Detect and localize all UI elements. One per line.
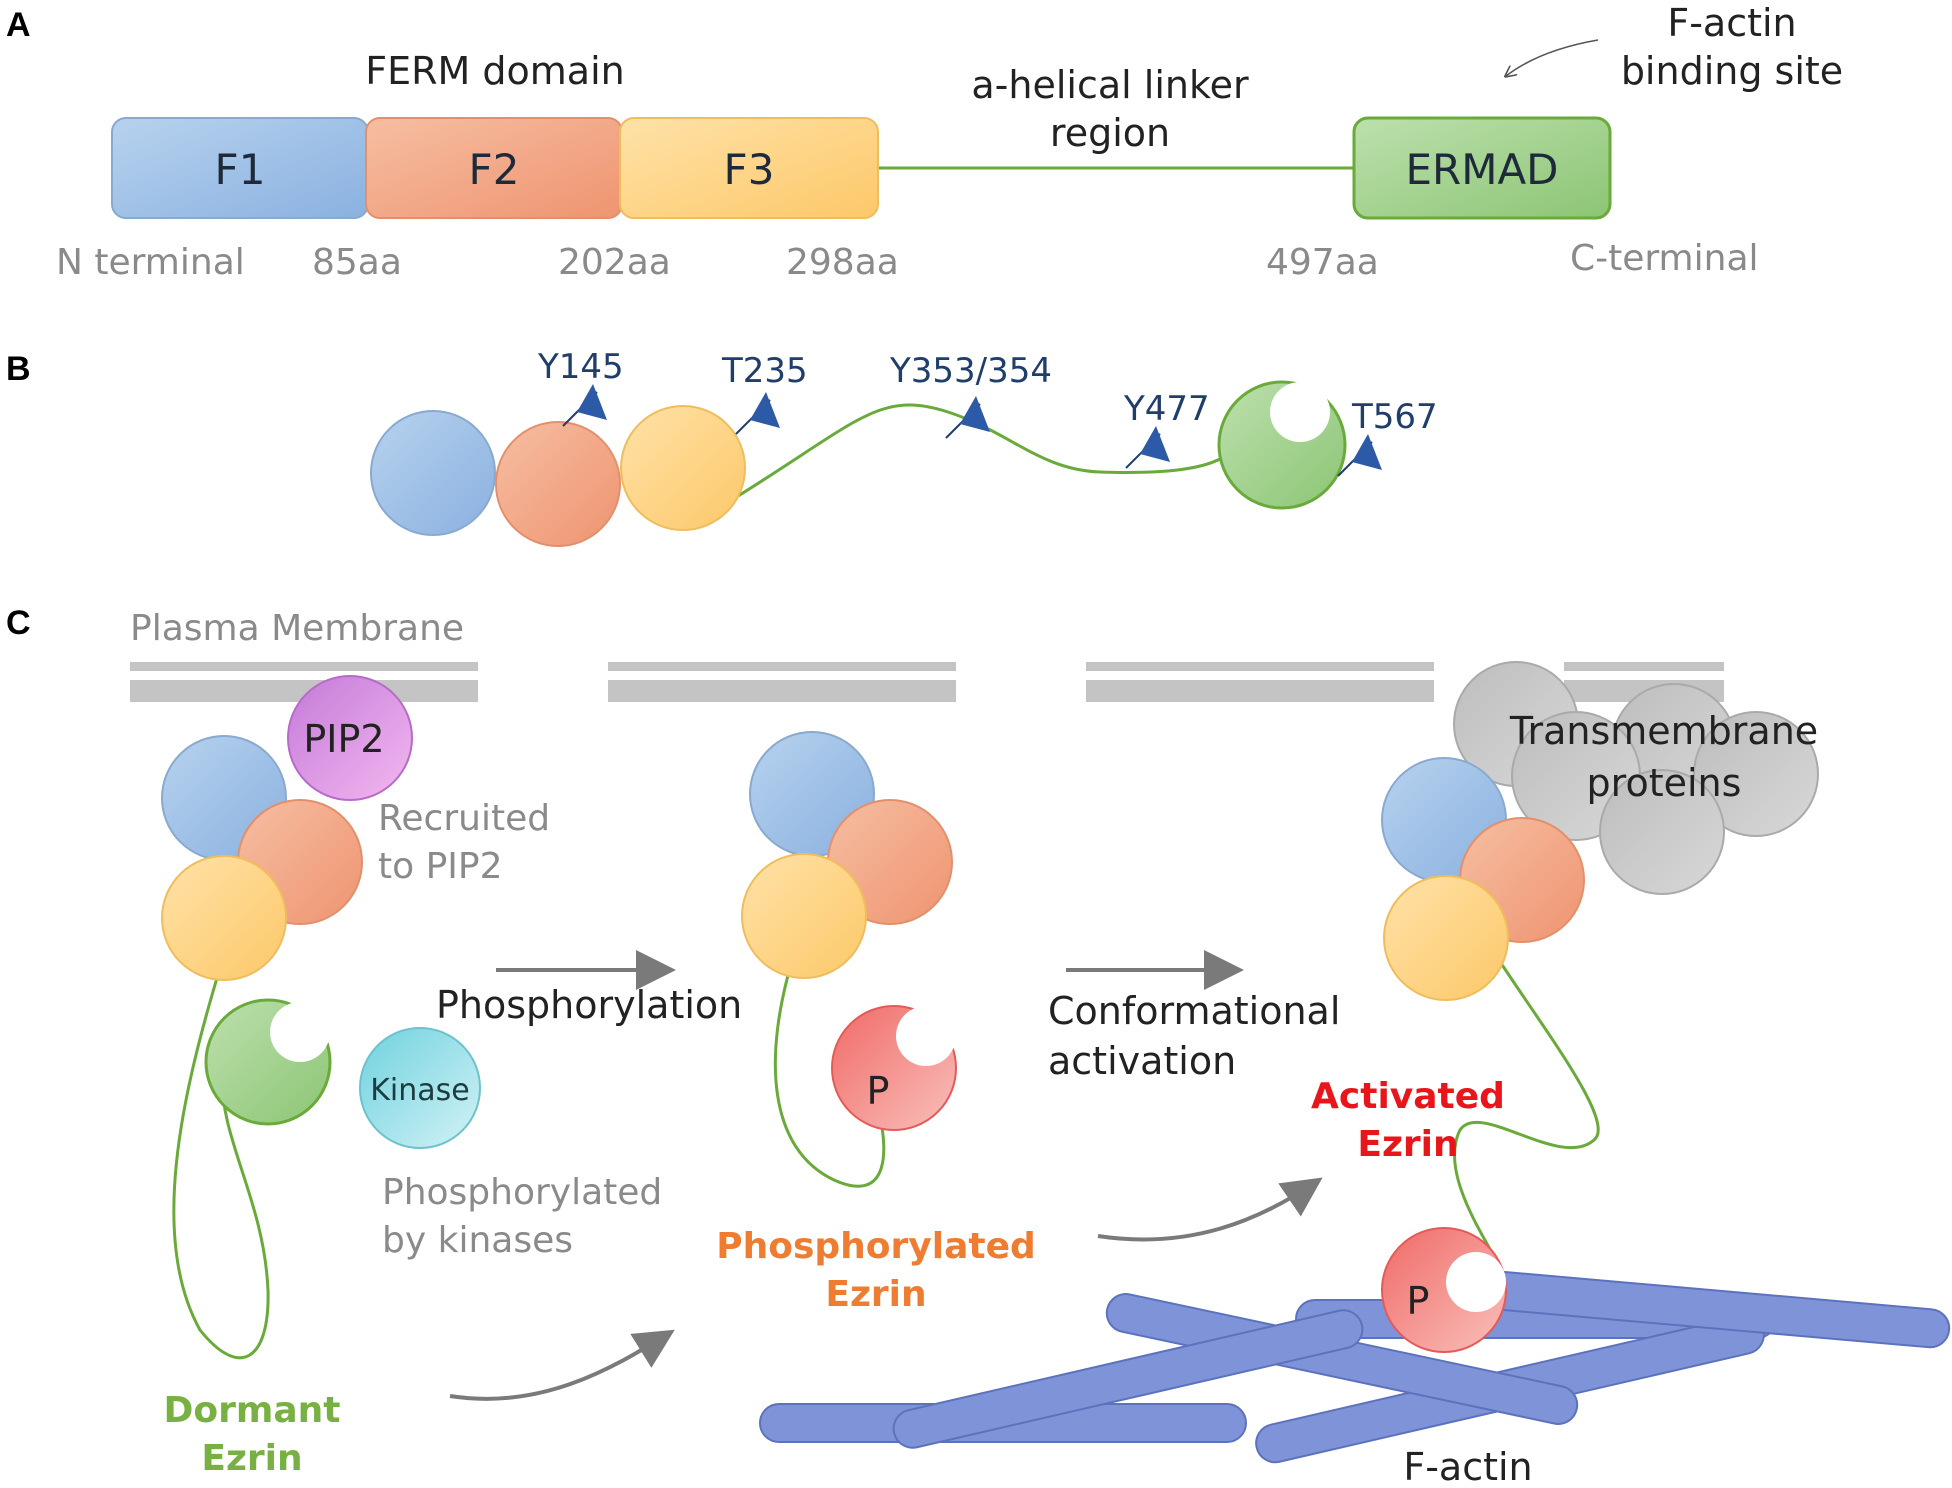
f3-domain-box xyxy=(619,117,879,219)
panel-a-label: A xyxy=(6,6,31,44)
phosphorylated-ezrin-label-line2: Ezrin xyxy=(825,1274,926,1315)
site-y477-label: Y477 xyxy=(1123,389,1210,429)
activated-ezrin-label-line1: Activated xyxy=(1311,1076,1505,1117)
site-y353-label: Y353/354 xyxy=(889,351,1052,391)
transmembrane-proteins-cluster xyxy=(1453,661,1819,895)
pos-298aa-label: 298aa xyxy=(786,242,899,283)
transmembrane-label-line2: proteins xyxy=(1587,761,1742,805)
pos-202aa-label: 202aa xyxy=(558,242,671,283)
phosphorylated-ezrin-label-line1: Phosphorylated xyxy=(716,1226,1036,1267)
ferm-domain-label: FERM domain xyxy=(365,49,624,93)
dormant-ezrin-label-line1: Dormant xyxy=(163,1390,340,1431)
transmembrane-label-line1: Transmembrane xyxy=(1509,709,1818,753)
site-flag-t235 xyxy=(735,392,780,435)
pos-85aa-label: 85aa xyxy=(312,242,402,283)
conformational-label-line1: Conformational xyxy=(1048,989,1340,1033)
kinase-label: Kinase xyxy=(370,1073,470,1108)
factin-binding-label-line1: F-actin xyxy=(1667,1,1796,45)
pip2-circle xyxy=(287,675,413,801)
linker-label-line1: a-helical linker xyxy=(971,63,1249,107)
phosphorylated-by-label-line1: Phosphorylated xyxy=(382,1172,662,1213)
recruited-label-line2: to PIP2 xyxy=(378,846,503,887)
dormant-ezrin-label-line2: Ezrin xyxy=(201,1438,302,1479)
phosphorylated-ezrin xyxy=(741,731,957,1188)
f3-label: F3 xyxy=(724,145,775,194)
f2-label: F2 xyxy=(469,145,520,194)
ermad-label: ERMAD xyxy=(1405,145,1558,194)
site-t567-label: T567 xyxy=(1351,397,1438,437)
plasma-membrane-label: Plasma Membrane xyxy=(130,608,464,649)
ermad-domain-box xyxy=(1352,116,1612,220)
factin-label: F-actin xyxy=(1403,1445,1532,1488)
recruited-label-line1: Recruited xyxy=(378,798,550,839)
factin-filaments xyxy=(759,1269,1951,1464)
site-y145-label: Y145 xyxy=(537,347,624,387)
c-terminal-label: C-terminal xyxy=(1570,238,1759,279)
phospho-p-label-2: P xyxy=(1407,1279,1430,1323)
conformational-label-line2: activation xyxy=(1048,1039,1236,1083)
site-flag-y145 xyxy=(562,384,607,427)
b-ermad-pocket xyxy=(1270,382,1330,442)
site-flag-t567 xyxy=(1337,434,1382,477)
panel-b-label: B xyxy=(6,350,31,388)
factin-binding-label-line2: binding site xyxy=(1621,49,1843,93)
activated-ezrin xyxy=(1381,757,1600,1353)
activated-ezrin-label-line2: Ezrin xyxy=(1357,1124,1458,1165)
b-f1-lobe xyxy=(370,410,496,536)
lower-arrow-2 xyxy=(1097,1177,1323,1242)
pos-497aa-label: 497aa xyxy=(1266,242,1379,283)
factin-pointer-arrow xyxy=(1506,39,1599,76)
site-flag-y353 xyxy=(945,396,990,439)
dormant-ezrin xyxy=(161,675,413,1360)
kinase-circle xyxy=(359,1027,481,1149)
phosphorylation-label: Phosphorylation xyxy=(436,983,742,1027)
n-terminal-label: N terminal xyxy=(56,242,245,283)
site-flag-y477 xyxy=(1125,426,1170,469)
b-f3-lobe xyxy=(620,405,746,531)
linker-label-line2: region xyxy=(1050,111,1170,155)
phospho-p-label-1: P xyxy=(867,1069,890,1113)
lower-arrow-1 xyxy=(449,1329,675,1401)
phosphorylated-by-label-line2: by kinases xyxy=(382,1220,573,1261)
pip2-label: PIP2 xyxy=(303,717,384,761)
f1-label: F1 xyxy=(215,145,266,194)
site-t235-label: T235 xyxy=(721,351,808,391)
b-f2-lobe xyxy=(495,421,621,547)
b-linker-curve xyxy=(737,403,1223,498)
panel-c-label: C xyxy=(6,604,31,642)
